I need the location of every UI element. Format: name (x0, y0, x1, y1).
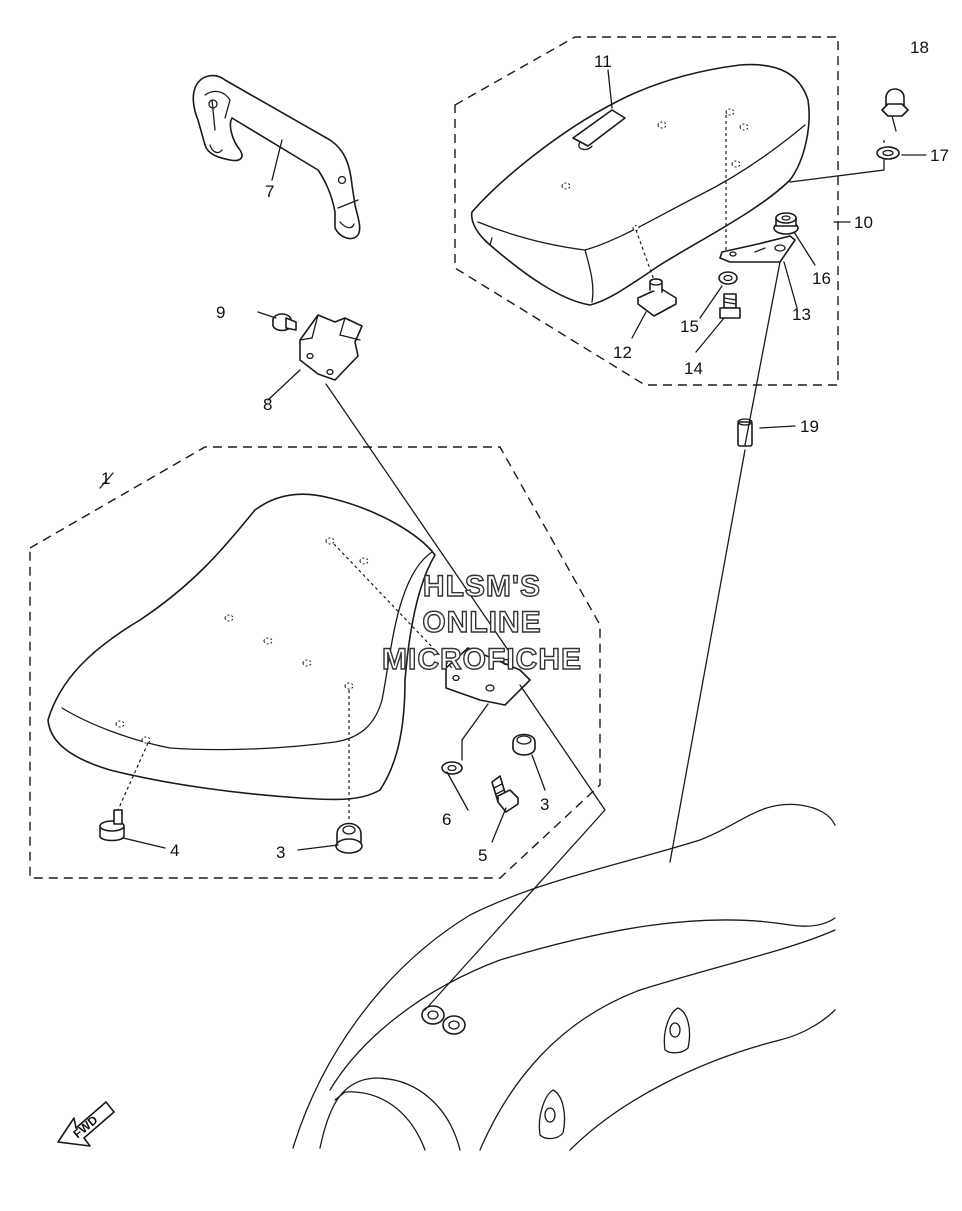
nut-plate-part-12 (637, 278, 677, 317)
callout-16: 16 (812, 269, 831, 288)
rider-seat (47, 493, 436, 801)
callout-6: 6 (442, 810, 451, 829)
cap-nut-part-18 (881, 88, 909, 117)
bolt-part-14 (719, 293, 741, 319)
fwd-arrow-icon: FWD (57, 1101, 115, 1147)
callout-13: 13 (792, 305, 811, 324)
grommet-part-3-center (335, 822, 363, 854)
callout-14: 14 (684, 359, 703, 378)
washer-part-17 (876, 146, 900, 160)
watermark-line-1: HLSM'S (423, 570, 541, 603)
callout-19: 19 (800, 417, 819, 436)
grommet-part-3-right (512, 733, 536, 756)
passenger-seat-assembly-box (454, 36, 839, 386)
rear-fender (292, 803, 836, 1151)
callout-3-right: 3 (540, 795, 549, 814)
watermark-line-2: ONLINE (422, 606, 541, 639)
watermark-line-3: MICROFICHE (382, 643, 582, 676)
bolt-part-5 (491, 775, 519, 813)
callout-9: 9 (216, 303, 225, 322)
grommet-part-16 (773, 212, 799, 235)
bracket-part-8 (299, 314, 363, 381)
rider-seat-assembly-box (29, 446, 601, 879)
callout-1: 1 (101, 469, 110, 488)
bolt-part-9 (272, 313, 297, 332)
fender-damper (421, 1005, 466, 1035)
damper-part-4 (99, 809, 125, 842)
callout-8: 8 (263, 395, 272, 414)
washer-part-6 (441, 761, 463, 775)
callout-4: 4 (170, 841, 179, 860)
callout-3-center: 3 (276, 843, 285, 862)
callout-5: 5 (478, 846, 487, 865)
callout-12: 12 (613, 343, 632, 362)
passenger-seat (470, 63, 810, 306)
callout-7: 7 (265, 182, 274, 201)
callout-18: 18 (910, 38, 929, 57)
callout-15: 15 (680, 317, 699, 336)
leader-lines (99, 69, 927, 1011)
callout-10: 10 (854, 213, 873, 232)
watermark: HLSM'S ONLINE MICROFICHE (381, 569, 582, 676)
grab-bar (192, 74, 361, 240)
bracket-part-13 (719, 235, 796, 263)
callout-17: 17 (930, 146, 949, 165)
dotted-alignment-lines (117, 115, 885, 822)
callout-numbers: 1 3 3 4 5 6 7 8 9 10 11 12 13 14 15 16 1… (101, 38, 949, 865)
callout-11: 11 (594, 52, 612, 71)
bracket-part-6-assembly (445, 647, 531, 706)
washer-part-15 (718, 271, 738, 285)
